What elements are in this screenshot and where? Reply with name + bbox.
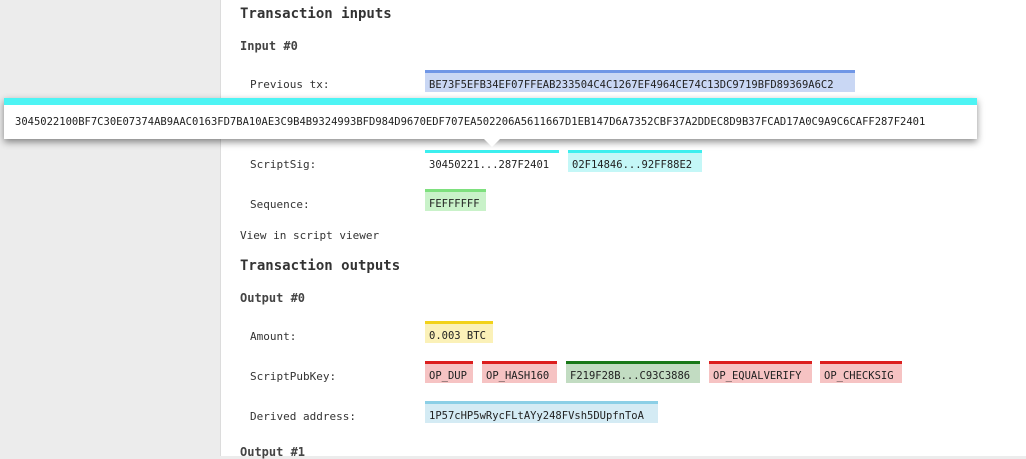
tooltip-arrow xyxy=(483,138,501,147)
inputs-section-title: Transaction inputs xyxy=(240,6,392,22)
output-0-title: Output #0 xyxy=(240,291,306,305)
scriptsig-pubkey-token[interactable]: 02F14846...92FF88E2 xyxy=(568,150,702,172)
previous-tx-hash[interactable]: BE73F5EFB34EF07FFEAB233504C4C1267EF4964C… xyxy=(425,70,855,92)
op-dup-token[interactable]: OP_DUP xyxy=(425,361,473,383)
pubkey-hash-token[interactable]: F219F28B...C93C3886 xyxy=(566,361,700,383)
previous-tx-label: Previous tx: xyxy=(250,78,330,91)
signature-tooltip: 3045022100BF7C30E07374AB9AAC0163FD7BA10A… xyxy=(4,98,977,147)
sequence-value[interactable]: FEFFFFFF xyxy=(425,189,486,211)
derived-address-value[interactable]: 1P57cHP5wRycFLtAYy248FVsh5DUpfnToA xyxy=(425,401,658,423)
input-0-title: Input #0 xyxy=(240,39,298,53)
output-1-title: Output #1 xyxy=(240,445,306,459)
op-equalverify-token[interactable]: OP_EQUALVERIFY xyxy=(709,361,812,383)
scriptsig-label: ScriptSig: xyxy=(250,158,317,171)
amount-value[interactable]: 0.003 BTC xyxy=(425,321,493,343)
scriptpubkey-label: ScriptPubKey: xyxy=(250,370,337,383)
op-hash160-token[interactable]: OP_HASH160 xyxy=(482,361,557,383)
amount-label: Amount: xyxy=(250,330,297,343)
sequence-label: Sequence: xyxy=(250,198,310,211)
scriptsig-signature-token[interactable]: 30450221...287F2401 xyxy=(425,150,559,172)
derived-address-label: Derived address: xyxy=(250,410,356,423)
content-panel: Transaction inputs Input #0 Previous tx:… xyxy=(220,0,1026,459)
tooltip-full-signature: 3045022100BF7C30E07374AB9AAC0163FD7BA10A… xyxy=(15,116,926,128)
view-in-script-viewer-link[interactable]: View in script viewer xyxy=(240,229,380,242)
op-checksig-token[interactable]: OP_CHECKSIG xyxy=(820,361,902,383)
outputs-section-title: Transaction outputs xyxy=(240,258,401,274)
